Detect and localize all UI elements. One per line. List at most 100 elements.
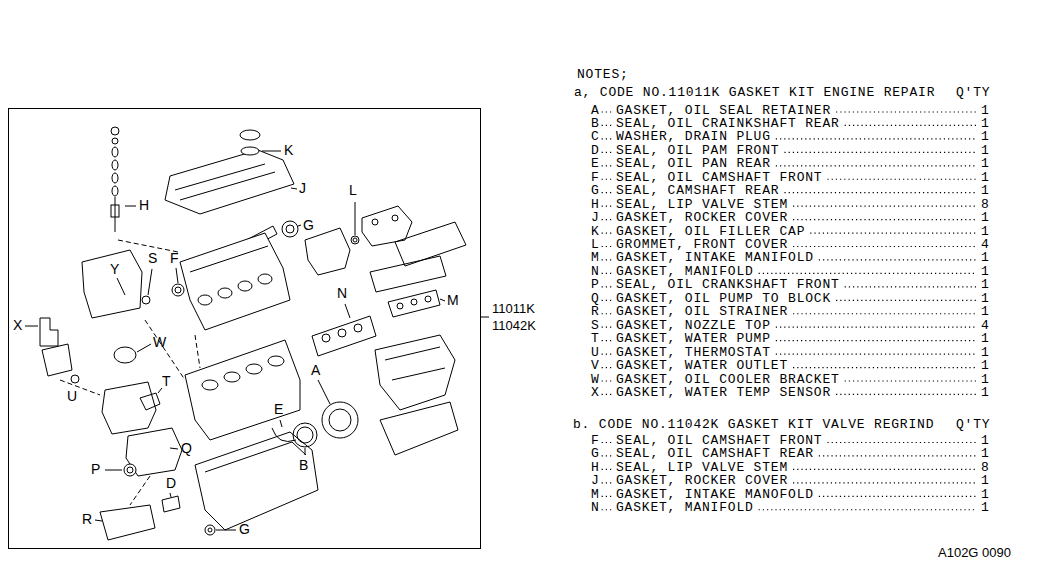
callout-letter: R [82, 512, 92, 526]
callout-letter: G [303, 218, 314, 232]
oil-pump [95, 428, 182, 540]
drawing-number: A102G 0090 [938, 546, 1011, 559]
dot-leader [602, 286, 613, 287]
dot-leader [602, 327, 613, 328]
part-letter: F [591, 171, 600, 184]
part-description: SEAL, OIL PAN REAR [616, 157, 771, 170]
part-letter: J [591, 474, 600, 487]
dot-leader [602, 152, 613, 153]
dot-leader [776, 165, 976, 166]
part-quantity: 1 [981, 447, 990, 460]
callout-letter: G [239, 522, 250, 536]
part-quantity: 1 [981, 305, 990, 318]
callout-letter: E [274, 402, 283, 416]
callout-letter: D [166, 476, 176, 490]
part-description: GASKET, MANIFOLD [616, 501, 754, 514]
front-cover-gaskets [305, 202, 412, 275]
callout-letter: X [13, 318, 22, 332]
dot-leader [602, 455, 613, 456]
part-letter: V [591, 359, 600, 372]
dot-leader [602, 232, 613, 233]
part-quantity: 8 [981, 198, 990, 211]
part-letter: M [591, 488, 600, 501]
dot-leader [836, 300, 976, 301]
part-quantity: 1 [981, 501, 990, 514]
dot-leader [602, 192, 613, 193]
part-letter: X [591, 386, 600, 399]
dot-leader [602, 367, 613, 368]
part-letter: U [591, 346, 600, 359]
dot-leader [759, 273, 976, 274]
part-description: SEAL, LIP VALVE STEM [616, 461, 788, 474]
callout-letter: K [284, 143, 293, 157]
dot-leader [602, 111, 613, 112]
dot-leader [845, 125, 976, 126]
dot-leader [784, 152, 976, 153]
dot-leader [793, 219, 976, 220]
dot-leader [784, 192, 976, 193]
part-letter: H [591, 198, 600, 211]
dot-leader [793, 469, 976, 470]
part-quantity: 1 [981, 265, 990, 278]
dot-leader [793, 313, 976, 314]
part-description: GASKET, MANIFOLD [616, 265, 754, 278]
dot-leader [810, 232, 976, 233]
dot-leader [819, 259, 976, 260]
part-quantity: 4 [981, 238, 990, 251]
part-letter: G [591, 184, 600, 197]
part-description: GASKET, OIL STRAINER [616, 305, 788, 318]
callout-letter: W [153, 335, 166, 349]
part-description: WASHER, DRAIN PLUG [616, 130, 771, 143]
kit-code: 11042K [492, 319, 536, 332]
callout-letter: P [91, 462, 100, 476]
callout-letter: A [311, 363, 320, 377]
manifolds [312, 222, 466, 455]
dot-leader [793, 246, 976, 247]
part-quantity: 1 [981, 130, 990, 143]
part-letter: D [591, 144, 600, 157]
part-letter: P [591, 278, 600, 291]
part-description: SEAL, OIL CRANKSHAFT FRONT [616, 278, 840, 291]
part-description: GASKET, WATER TEMP SENSOR [616, 386, 831, 399]
part-description: GASKET, THERMOSTAT [616, 346, 771, 359]
part-quantity: 1 [981, 144, 990, 157]
part-quantity: 1 [981, 359, 990, 372]
dot-leader [602, 496, 613, 497]
callout-letter: F [170, 251, 179, 265]
dot-leader [602, 138, 613, 139]
qty-heading: Q'TY [956, 86, 990, 99]
dot-leader [836, 394, 976, 395]
part-description: GROMMET, FRONT COVER [616, 238, 788, 251]
part-letter: J [591, 211, 600, 224]
dot-leader [602, 125, 613, 126]
part-letter: E [591, 157, 600, 170]
part-quantity: 1 [981, 211, 990, 224]
part-quantity: 8 [981, 461, 990, 474]
dot-leader [776, 353, 976, 354]
qty-heading: Q'TY [956, 418, 990, 431]
part-quantity: 1 [981, 157, 990, 170]
callout-letter: Y [110, 262, 119, 276]
dot-leader [776, 138, 976, 139]
part-quantity: 1 [981, 332, 990, 345]
part-letter: L [591, 238, 600, 251]
part-description: SEAL, OIL PAM FRONT [616, 144, 779, 157]
dot-leader [776, 327, 976, 328]
part-quantity: 1 [981, 434, 990, 447]
part-letter: T [591, 332, 600, 345]
dot-leader [602, 259, 613, 260]
dot-leader [602, 273, 613, 274]
part-quantity: 1 [981, 346, 990, 359]
dot-leader [602, 482, 613, 483]
dot-leader [602, 246, 613, 247]
part-quantity: 1 [981, 386, 990, 399]
dot-leader [827, 179, 976, 180]
part-quantity: 1 [981, 488, 990, 501]
dot-leader [602, 206, 613, 207]
dot-leader [602, 394, 613, 395]
part-quantity: 1 [981, 292, 990, 305]
dot-leader [602, 469, 613, 470]
part-letter: M [591, 251, 600, 264]
bracket-line [481, 317, 489, 318]
dot-leader [836, 111, 976, 112]
